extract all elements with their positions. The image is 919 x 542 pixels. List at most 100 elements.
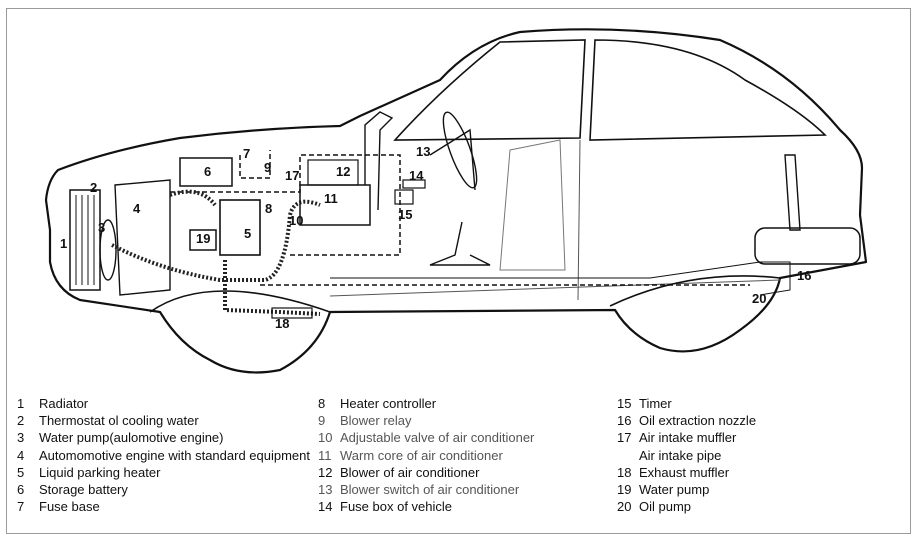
front-window (393, 39, 586, 141)
legend-label: Radiator (39, 396, 89, 411)
legend-num: 16 (617, 413, 632, 429)
legend-item: 14 Fuse box of vehicle (318, 498, 534, 515)
fuse-box-shape (402, 179, 426, 189)
engine-shape (114, 179, 171, 296)
legend-item: 5 Liquid parking heater (17, 464, 310, 481)
legend-item: 20 Oil pump (617, 498, 756, 515)
legend-label: Automomotive engine with standard equipm… (39, 447, 310, 463)
legend-item: 12 Blower of air conditioner (318, 464, 534, 481)
rear-window (589, 39, 827, 141)
figure-frame (6, 8, 911, 534)
legend-label: Thermostat ol cooling water (39, 413, 199, 429)
legend-label: Fuse box of vehicle (340, 499, 453, 515)
callout-5: 5 (244, 226, 251, 241)
legend-num: 19 (617, 482, 632, 498)
legend-label: Exhaust muffler (639, 464, 730, 480)
legend-label: Air intake pipe (639, 447, 722, 463)
front-wheel-arch (149, 290, 331, 313)
car-diagram: 1 2 3 4 5 6 7 8 9 10 11 12 13 14 15 16 1… (44, 28, 868, 374)
callout-12: 12 (336, 164, 350, 179)
callout-13: 13 (416, 144, 430, 159)
car-body-outline (44, 28, 868, 374)
legend-num: 18 (617, 464, 632, 480)
water-pump-fan (99, 219, 117, 281)
water-pump-shape (189, 229, 217, 251)
radiator-shape (69, 189, 101, 291)
callout-18: 18 (275, 316, 289, 331)
battery-shape (179, 157, 233, 187)
fuel-line (330, 261, 791, 296)
legend-num: 3 (17, 430, 25, 446)
legend-num: 1 (17, 396, 25, 411)
callout-16: 16 (797, 268, 811, 283)
callout-15: 15 (398, 207, 412, 222)
legend-num: 17 (617, 430, 632, 446)
callout-6: 6 (204, 164, 211, 179)
air-intake-pipe (364, 111, 394, 211)
legend-num: 6 (17, 482, 25, 498)
callout-3: 3 (98, 220, 105, 235)
timer-shape (394, 189, 414, 205)
callout-20: 20 (752, 291, 766, 306)
callout-17: 17 (285, 168, 299, 183)
legend-num: 5 (17, 464, 25, 480)
door-line (577, 139, 581, 301)
exhaust-muffler (271, 307, 313, 319)
legend-num: 11 (318, 447, 332, 463)
legend-num: 2 (17, 413, 25, 429)
legend-item: 8 Heater controller (318, 395, 534, 412)
callout-4: 4 (133, 201, 141, 216)
legend-label: Water pump(aulomotive engine) (39, 430, 224, 446)
legend-column-1: 1 Radiator 2 Thermostat ol cooling water 3… (17, 395, 310, 515)
callout-8: 8 (265, 201, 272, 216)
legend-item: 15 Timer (617, 395, 756, 412)
callout-14: 14 (409, 168, 424, 183)
legend-label: Blower switch of air conditioner (340, 482, 520, 498)
legend-label: Adjustable valve of air conditioner (340, 430, 535, 446)
gear-lever (429, 221, 491, 266)
heater-shape (219, 199, 261, 256)
water-hose (111, 189, 321, 316)
legend-item: 2 Thermostat ol cooling water (17, 412, 310, 429)
legend-item: 11 Warm core of air conditioner (318, 447, 534, 464)
legend-label: Blower of air conditioner (340, 464, 480, 480)
legend-item: 13 Blower switch of air conditioner (318, 481, 534, 498)
seat-shape (499, 139, 566, 271)
legend-num: 12 (318, 464, 333, 480)
callout-19: 19 (196, 231, 210, 246)
steering-wheel (442, 111, 478, 189)
legend-num: 20 (617, 499, 632, 515)
legend-item: 4 Automomotive engine with standard equip… (17, 447, 310, 464)
legend-label: Warm core of air conditioner (340, 447, 503, 463)
legend-num: 14 (318, 499, 333, 515)
legend-label: Air intake muffler (639, 430, 737, 446)
callout-7: 7 (243, 146, 250, 161)
callout-1: 1 (60, 236, 67, 251)
legend-label: Storage battery (39, 482, 128, 498)
steering-column (429, 128, 476, 191)
fuel-tank (754, 227, 861, 265)
legend-item: 18 Exhaust muffler (617, 464, 756, 481)
legend-num: 15 (617, 396, 632, 411)
callout-9: 9 (264, 160, 271, 175)
wiring-dashed (170, 150, 750, 286)
sill-line (329, 279, 781, 297)
legend-label: Liquid parking heater (39, 464, 161, 480)
legend-num: 13 (318, 482, 333, 498)
legend-label: Heater controller (340, 396, 437, 411)
blower-shape (307, 159, 359, 186)
legend-num: 8 (318, 396, 326, 411)
rear-wheel-arch (609, 275, 781, 307)
legend-item: 1 Radiator (17, 395, 310, 412)
legend-label: Timer (639, 396, 672, 411)
legend-item: 3 Water pump(aulomotive engine) (17, 429, 310, 446)
legend-num: 4 (17, 447, 25, 463)
callout-11: 11 (324, 191, 338, 206)
legend-label: Oil pump (639, 499, 692, 515)
